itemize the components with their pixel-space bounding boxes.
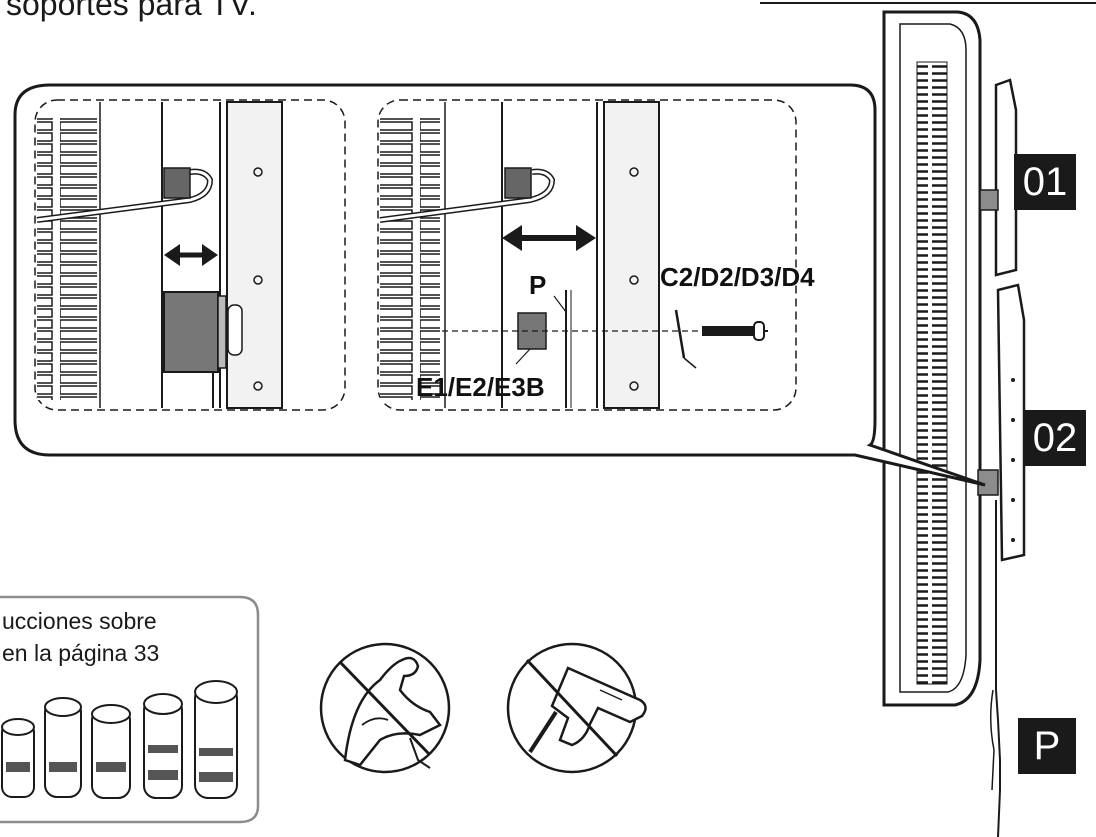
- label-p: P: [529, 270, 547, 300]
- detail-callout: [13, 83, 986, 487]
- instructions-line-2: en la página 33: [2, 640, 160, 666]
- spacing-arrow-wide: [502, 225, 596, 251]
- detail-panel-left: [34, 99, 346, 411]
- instructions-line-1: ucciones sobre: [2, 608, 157, 634]
- badge-02: 02: [1024, 410, 1086, 466]
- detail-panel-right: [377, 99, 797, 411]
- badge-01: 01: [1014, 154, 1076, 210]
- no-power-drill-icon: [506, 642, 647, 774]
- safety-strap: [990, 689, 1001, 837]
- wall-bracket: [977, 78, 1026, 690]
- socket-set-icon: [1, 680, 238, 799]
- no-excess-force-icon: [319, 642, 451, 774]
- label-screws: C2/D2/D3/D4: [660, 262, 815, 292]
- tv-side-profile: [882, 10, 982, 707]
- spacing-arrow-small: [164, 244, 218, 266]
- header-text: soportes para TV.: [6, 0, 257, 22]
- badge-p: P: [1018, 718, 1076, 774]
- label-spacers: E1/E2/E3B: [416, 372, 545, 402]
